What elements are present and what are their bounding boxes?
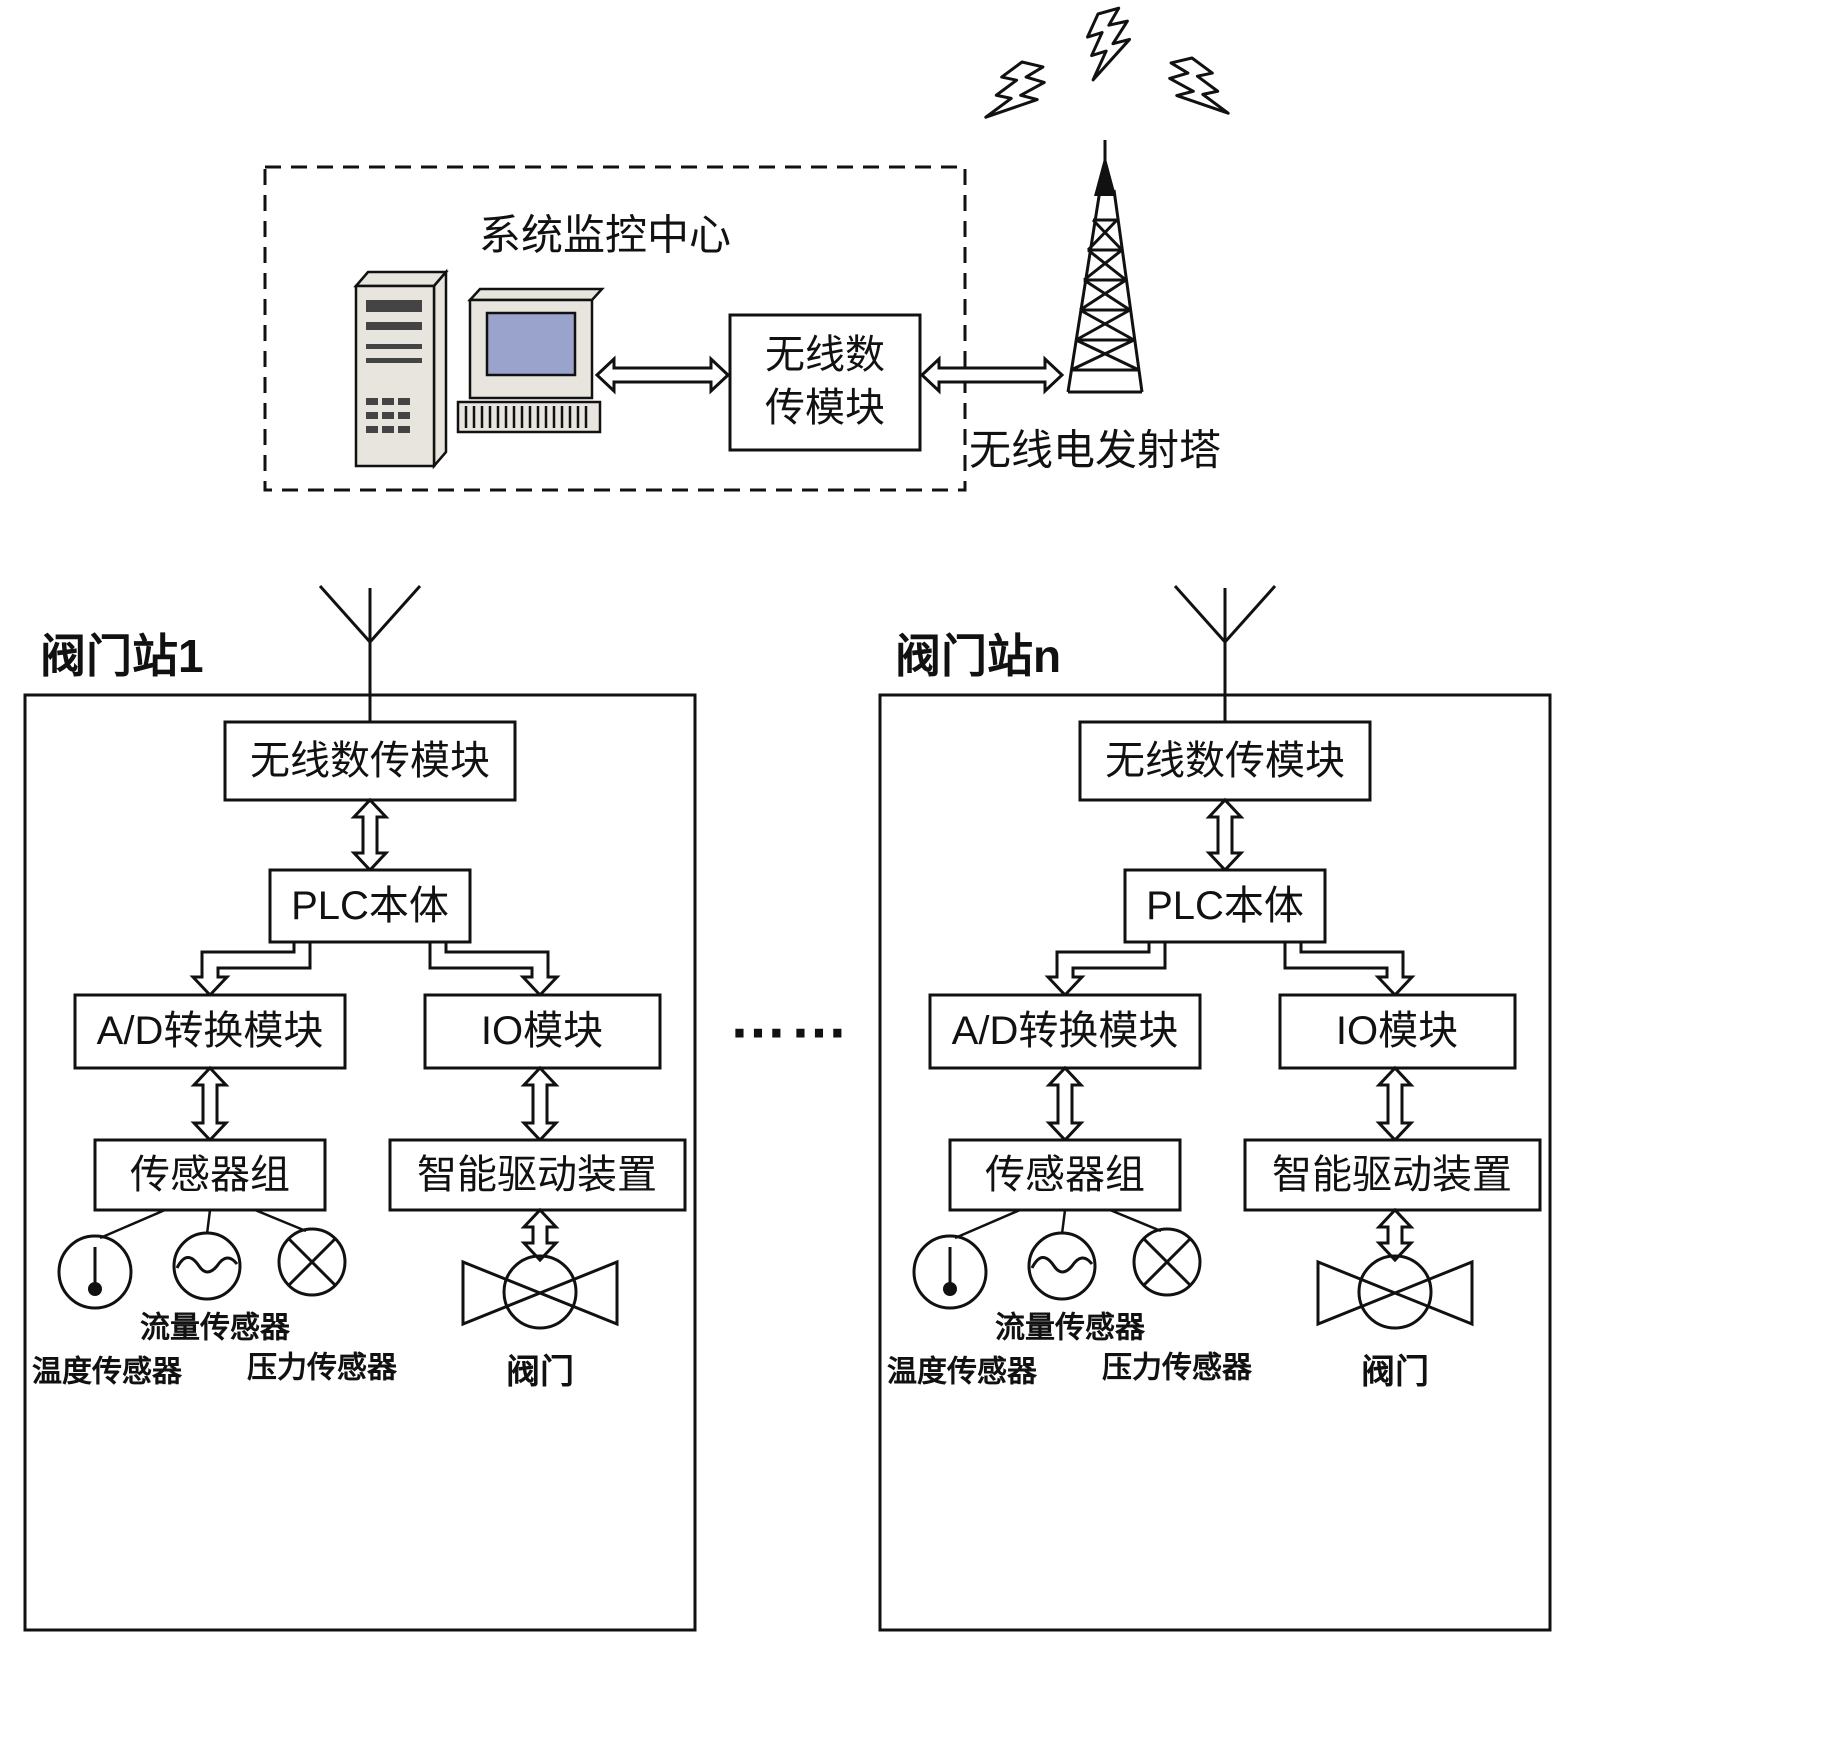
valve-icon bbox=[461, 1254, 619, 1330]
monitoring-center-label: 系统监控中心 bbox=[479, 212, 731, 259]
station-title: 阀门站n bbox=[895, 630, 1061, 682]
sensor-group-label: 传感器组 bbox=[985, 1153, 1145, 1197]
tower-top-beacon bbox=[1094, 155, 1116, 196]
io-module-label: IO模块 bbox=[1336, 1009, 1458, 1053]
radio-tower-label: 无线电发射塔 bbox=[969, 427, 1221, 474]
arrow-drive-valve bbox=[520, 1207, 560, 1263]
sensor-group-box bbox=[93, 1138, 327, 1212]
center-wireless-module-line2: 传模块 bbox=[765, 386, 885, 430]
monitor-icon bbox=[456, 287, 605, 434]
flow-sensor-icon bbox=[1027, 1231, 1097, 1301]
ad-module-box bbox=[928, 993, 1202, 1070]
wireless-module-box bbox=[1078, 720, 1372, 802]
monitoring-center-boundary bbox=[263, 165, 967, 492]
ad-module-label: A/D转换模块 bbox=[97, 1009, 324, 1053]
arrow-module-tower bbox=[919, 355, 1065, 395]
plc-label: PLC本体 bbox=[291, 884, 449, 928]
ad-module-label: A/D转换模块 bbox=[952, 1009, 1179, 1053]
io-module-box bbox=[423, 993, 662, 1070]
pressure-sensor-label: 压力传感器 bbox=[1102, 1352, 1253, 1385]
sensor-fan-lines bbox=[99, 1208, 307, 1240]
sensor-fan-lines bbox=[954, 1208, 1162, 1240]
station-title: 阀门站1 bbox=[40, 630, 204, 682]
arrow-monitor-module bbox=[594, 355, 731, 395]
keyboard-keys bbox=[464, 406, 588, 428]
center-wireless-module-line1: 无线数 bbox=[765, 333, 885, 377]
sensor-group-box bbox=[948, 1138, 1182, 1212]
valve-icon bbox=[1316, 1254, 1474, 1330]
plc-box bbox=[1123, 868, 1327, 944]
drive-device-box bbox=[1243, 1138, 1542, 1212]
temperature-sensor-label: 温度传感器 bbox=[32, 1356, 183, 1389]
flow-sensor-label: 流量传感器 bbox=[995, 1312, 1146, 1345]
valve-label: 阀门 bbox=[506, 1353, 574, 1391]
arrow-plc-ad bbox=[189, 940, 312, 998]
drive-device-label: 智能驱动装置 bbox=[417, 1153, 657, 1197]
drive-device-label: 智能驱动装置 bbox=[1272, 1153, 1512, 1197]
monitoring-center: 系统监控中心 bbox=[263, 165, 1065, 492]
pressure-sensor-label: 压力传感器 bbox=[247, 1352, 398, 1385]
io-module-box bbox=[1278, 993, 1517, 1070]
io-module-label: IO模块 bbox=[481, 1009, 603, 1053]
wireless-module-label: 无线数传模块 bbox=[250, 739, 490, 783]
temperature-sensor-label: 温度传感器 bbox=[887, 1356, 1038, 1389]
temperature-sensor-icon bbox=[57, 1234, 133, 1310]
center-wireless-module-box bbox=[728, 313, 922, 452]
pressure-sensor-icon bbox=[277, 1227, 347, 1297]
valve-station-n: 阀门站n 无线数传模块 PLC本体 A/D转换模块 IO模块 传感器组 智能驱动… bbox=[878, 585, 1552, 1632]
arrow-plc-io bbox=[1283, 940, 1416, 998]
arrow-plc-ad bbox=[1044, 940, 1167, 998]
antenna-icon bbox=[1173, 585, 1277, 722]
valve-station-1: 阀门站1 无线数传模块 PLC本体 A/D转换模块 IO模块 传感器组 智能驱动… bbox=[23, 585, 697, 1632]
lightning-icon bbox=[984, 6, 1230, 119]
temperature-sensor-icon bbox=[912, 1234, 988, 1310]
plc-label: PLC本体 bbox=[1146, 884, 1304, 928]
flow-sensor-icon bbox=[172, 1231, 242, 1301]
arrow-plc-io bbox=[428, 940, 561, 998]
antenna-icon bbox=[318, 585, 422, 722]
arrow-drive-valve bbox=[1375, 1207, 1415, 1263]
plc-box bbox=[268, 868, 472, 944]
separator-dots: …… bbox=[729, 986, 851, 1051]
wireless-module-label: 无线数传模块 bbox=[1105, 739, 1345, 783]
wireless-module-box bbox=[223, 720, 517, 802]
radio-tower-icon: 无线电发射塔 bbox=[969, 6, 1230, 474]
sensor-group-label: 传感器组 bbox=[130, 1153, 290, 1197]
computer-tower-icon bbox=[353, 268, 449, 470]
valve-label: 阀门 bbox=[1361, 1353, 1429, 1391]
pressure-sensor-icon bbox=[1132, 1227, 1202, 1297]
drive-device-box bbox=[388, 1138, 687, 1212]
flow-sensor-label: 流量传感器 bbox=[140, 1312, 291, 1345]
